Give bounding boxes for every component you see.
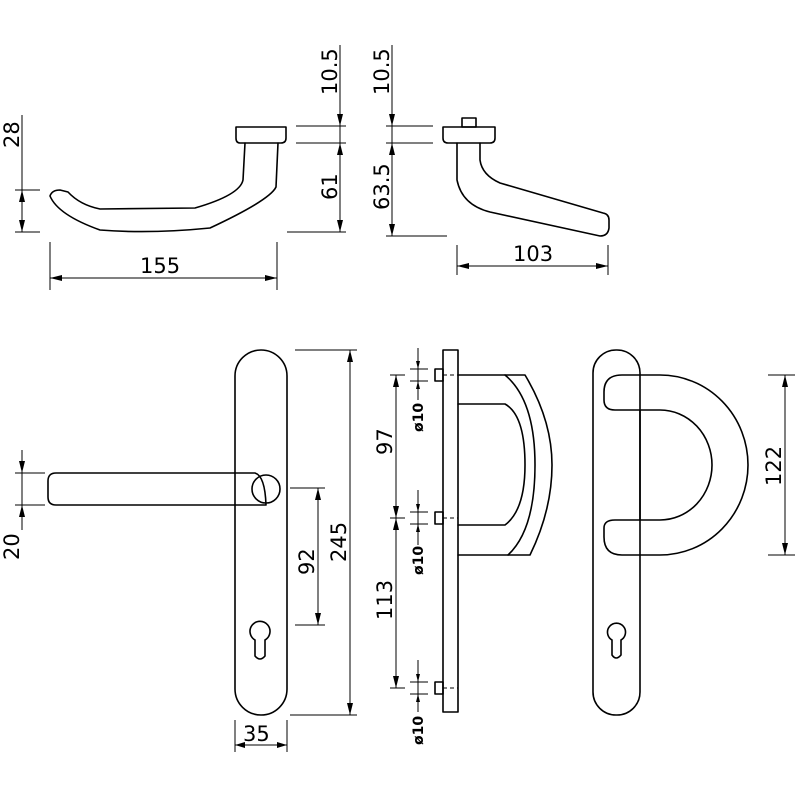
dim-plate-length: 245 [290, 349, 357, 716]
dim-lever-height: 28 [0, 115, 40, 233]
dim-label: 92 [295, 548, 319, 575]
dim-label: 245 [327, 522, 351, 562]
lever-side-view [442, 117, 610, 237]
dim-lever-length: 155 [49, 242, 278, 290]
dim-rose-and-drop-a: 10.5 61 [287, 45, 346, 233]
dim-label: 28 [0, 121, 24, 148]
dim-spindle-cylinder: 92 [290, 487, 325, 626]
dim-label: 10.5 [318, 48, 342, 95]
dim-label: 113 [373, 580, 397, 620]
keyhole-icon [606, 622, 627, 659]
dim-label: ø10 [411, 716, 427, 745]
dim-label: 35 [243, 722, 270, 746]
pull-handle-side-view [434, 349, 553, 713]
dim-lever-projection: 103 [456, 242, 609, 275]
dim-plate-width: 35 [234, 720, 288, 752]
lever-front-view [49, 126, 287, 233]
dim-rose-and-drop-b: 10.5 63.5 [370, 45, 447, 237]
dim-label: 63.5 [370, 163, 394, 210]
dim-label: ø10 [411, 546, 427, 575]
dim-label: 155 [140, 254, 180, 278]
dim-pull-handle-height: 122 [762, 374, 795, 556]
pull-handle-front-view [592, 349, 749, 716]
dim-label: 122 [762, 446, 786, 486]
lever-on-plate-front [47, 349, 288, 716]
dim-label: ø10 [411, 403, 427, 432]
dim-label: 97 [373, 428, 397, 455]
keyhole-icon [249, 620, 271, 660]
dim-bar-height: 20 [0, 450, 45, 560]
dim-label: 61 [318, 173, 342, 200]
dim-label: 103 [513, 242, 553, 266]
dim-fixing-diameters: ø10 ø10 ø10 [410, 348, 428, 745]
dim-label: 20 [0, 533, 24, 560]
dim-label: 10.5 [370, 48, 394, 95]
dim-fixing-spacing: 97 113 [373, 374, 405, 689]
